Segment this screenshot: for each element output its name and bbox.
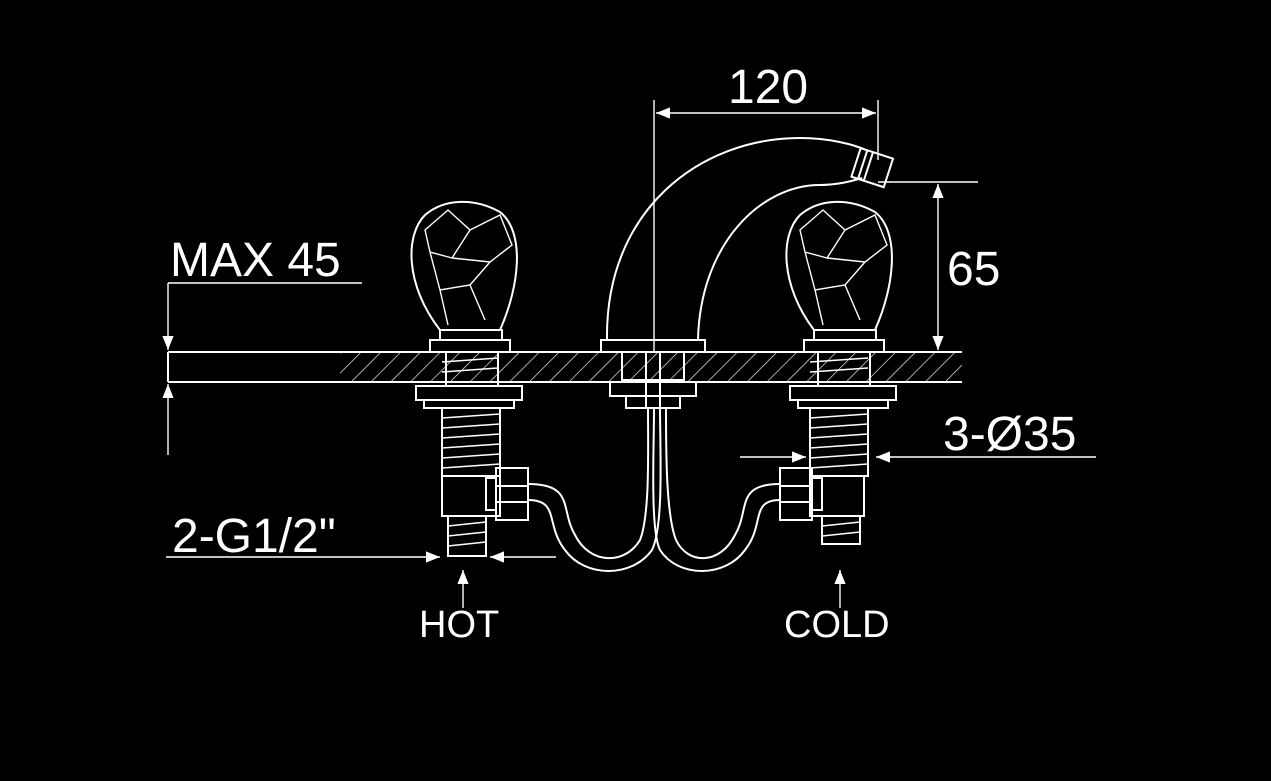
supply-hoses (527, 407, 781, 572)
cold-label: COLD (784, 604, 890, 646)
hot-label: HOT (419, 604, 499, 646)
spout-height-label: 65 (947, 243, 1000, 296)
hot-valve (410, 200, 529, 608)
thread-dimension: 2-G1/2" (166, 510, 556, 563)
spout-height-dimension: 65 (878, 181, 1000, 350)
spout (600, 136, 895, 409)
spout-reach-label: 120 (728, 61, 808, 114)
hole-diameter-label: 3-Ø35 (943, 408, 1076, 461)
countertop (167, 351, 962, 383)
hole-diameter-dimension: 3-Ø35 (740, 408, 1096, 463)
cold-valve (779, 200, 897, 608)
max-thickness-label: MAX 45 (170, 234, 341, 287)
thread-size-label: 2-G1/2" (172, 510, 336, 563)
thickness-dimension: MAX 45 (162, 234, 362, 455)
spout-reach-dimension: 120 (653, 61, 879, 352)
